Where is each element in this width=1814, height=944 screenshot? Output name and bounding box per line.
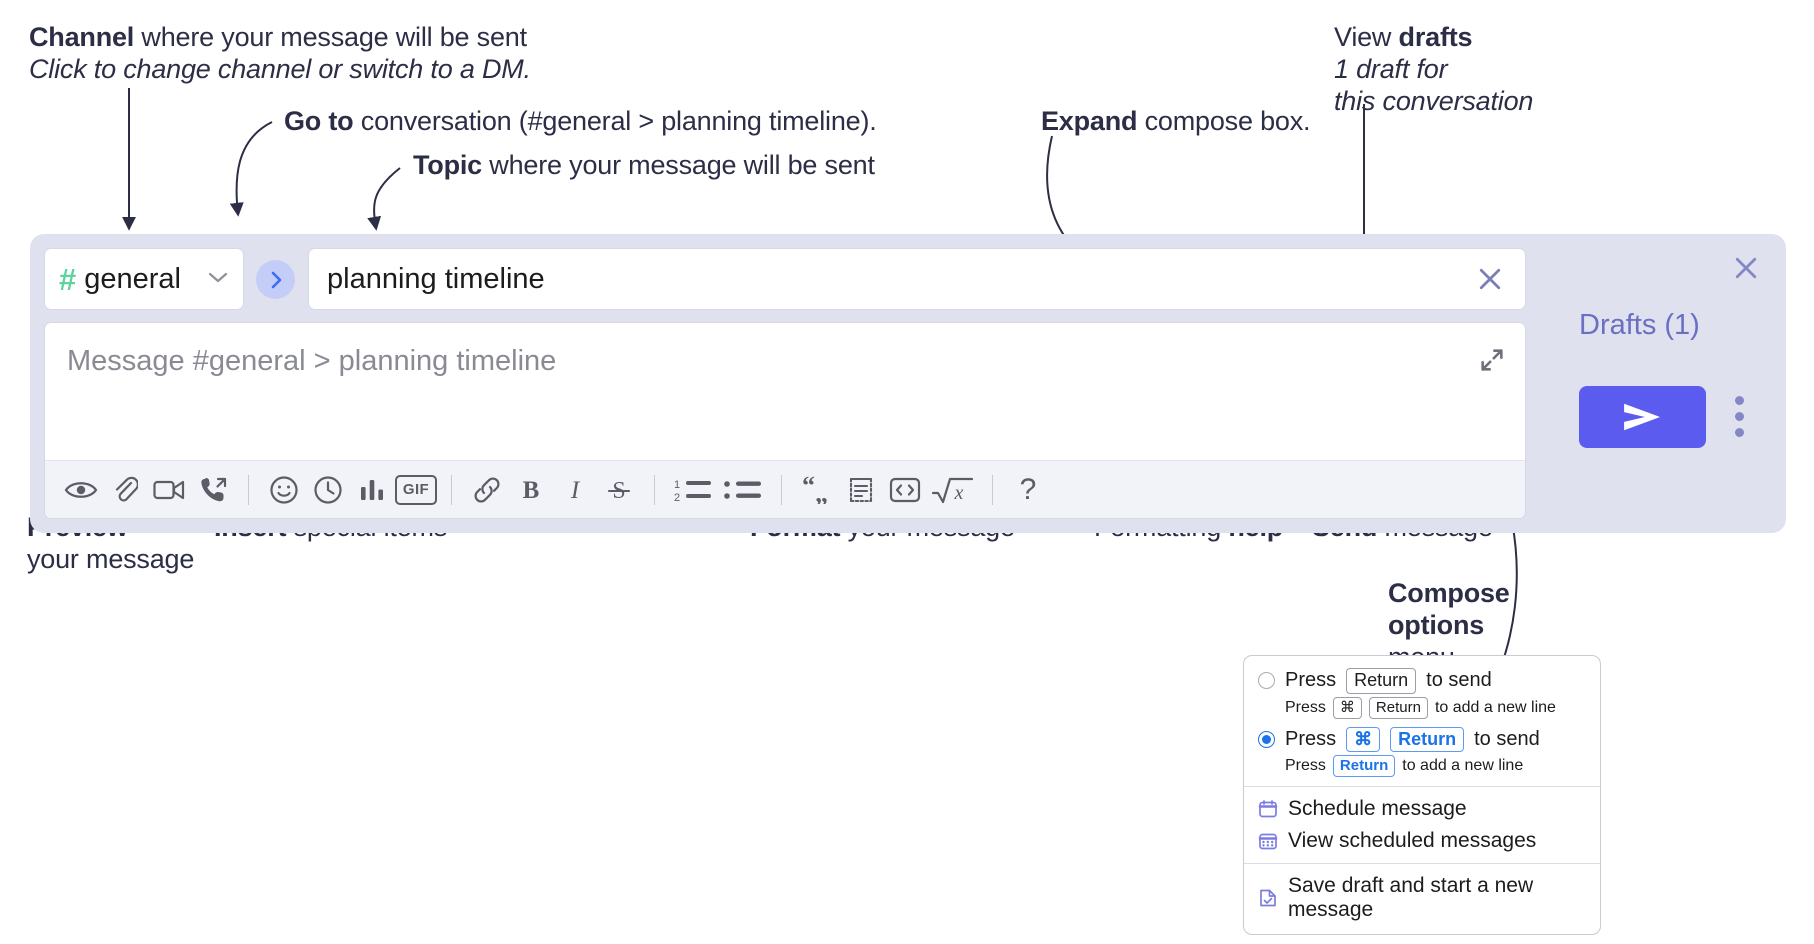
send-option-return[interactable]: Press Return to send bbox=[1244, 666, 1600, 694]
audio-call-icon[interactable] bbox=[191, 468, 235, 512]
press-label: Press bbox=[1285, 698, 1326, 716]
emoji-icon[interactable] bbox=[262, 468, 306, 512]
help-icon[interactable]: ? bbox=[1006, 468, 1050, 512]
message-input-area[interactable]: Message #general > planning timeline bbox=[44, 322, 1526, 519]
toolbar-divider bbox=[451, 474, 452, 505]
tail-label: to add a new line bbox=[1402, 757, 1524, 775]
channel-name: general bbox=[84, 262, 181, 295]
toolbar-divider bbox=[992, 474, 993, 505]
message-placeholder: Message #general > planning timeline bbox=[67, 345, 557, 377]
svg-text:I: I bbox=[570, 477, 581, 504]
link-icon[interactable] bbox=[465, 468, 509, 512]
inline-code-icon[interactable] bbox=[883, 468, 927, 512]
svg-text:“: “ bbox=[802, 476, 815, 500]
bold-icon[interactable]: B bbox=[509, 468, 553, 512]
calendar-list-icon bbox=[1258, 831, 1278, 851]
menu-item-label: View scheduled messages bbox=[1288, 829, 1537, 853]
svg-text:B: B bbox=[523, 477, 540, 504]
video-icon[interactable] bbox=[147, 468, 191, 512]
topic-input[interactable]: planning timeline bbox=[308, 248, 1526, 310]
key-return: Return bbox=[1332, 755, 1396, 778]
bulleted-list-icon[interactable] bbox=[718, 468, 768, 512]
menu-item-view-scheduled[interactable]: View scheduled messages bbox=[1244, 825, 1600, 857]
svg-text:„: „ bbox=[815, 479, 828, 504]
gif-icon[interactable]: GIF bbox=[394, 468, 438, 512]
hash-icon: # bbox=[59, 261, 77, 297]
svg-text:x: x bbox=[954, 482, 964, 504]
chevron-right-icon bbox=[271, 271, 281, 288]
menu-item-schedule-message[interactable]: Schedule message bbox=[1244, 793, 1600, 825]
key-return: Return bbox=[1390, 726, 1465, 753]
code-block-icon[interactable] bbox=[839, 468, 883, 512]
toolbar-divider bbox=[248, 474, 249, 505]
compose-options-menu: Press Return to send Press ⌘ Return to a… bbox=[1243, 655, 1601, 936]
expand-compose-button[interactable] bbox=[1475, 343, 1509, 377]
preview-icon[interactable] bbox=[59, 468, 103, 512]
message-compose-box: Drafts (1) # general bbox=[30, 234, 1786, 533]
send-icon bbox=[1623, 403, 1660, 431]
close-icon bbox=[1479, 268, 1501, 290]
annotation-topic: Topic where your message will be sent bbox=[413, 150, 875, 180]
svg-text:1: 1 bbox=[674, 479, 680, 491]
italic-icon[interactable]: I bbox=[553, 468, 597, 512]
send-option-return-sub: Press ⌘ Return to add a new line bbox=[1244, 694, 1600, 719]
goto-conversation-button[interactable] bbox=[256, 260, 295, 299]
topic-value: planning timeline bbox=[327, 262, 545, 295]
channel-selector[interactable]: # general bbox=[44, 248, 244, 310]
poll-icon[interactable] bbox=[350, 468, 394, 512]
annotation-expand: Expand compose box. bbox=[1041, 106, 1311, 136]
tail-label: to add a new line bbox=[1434, 698, 1556, 716]
chevron-down-icon bbox=[207, 270, 229, 289]
press-label: Press bbox=[1285, 727, 1337, 750]
send-option-cmd-return[interactable]: Press ⌘ Return to send bbox=[1244, 719, 1600, 753]
send-option-cmd-return-sub: Press Return to add a new line bbox=[1244, 752, 1600, 778]
tail-label: to send bbox=[1426, 669, 1492, 692]
compose-header-row: # general planning timeline bbox=[44, 248, 1526, 310]
strikethrough-icon[interactable]: S bbox=[597, 468, 641, 512]
close-compose-button[interactable] bbox=[1728, 250, 1764, 286]
toolbar-divider bbox=[654, 474, 655, 505]
annotation-goto: Go to conversation (#general > planning … bbox=[284, 106, 877, 136]
menu-divider bbox=[1244, 786, 1600, 788]
send-message-button[interactable] bbox=[1579, 386, 1706, 448]
press-label: Press bbox=[1285, 757, 1326, 775]
key-return: Return bbox=[1346, 668, 1417, 694]
help-question-mark: ? bbox=[1019, 472, 1037, 506]
compose-options-menu-button[interactable] bbox=[1735, 396, 1744, 437]
math-icon[interactable]: x bbox=[927, 468, 979, 512]
key-command: ⌘ bbox=[1332, 696, 1362, 719]
menu-divider bbox=[1244, 863, 1600, 865]
expand-icon bbox=[1481, 349, 1503, 371]
menu-item-label: Schedule message bbox=[1288, 797, 1467, 821]
radio-unselected[interactable] bbox=[1258, 672, 1275, 690]
formatting-toolbar: GIF B I S bbox=[45, 460, 1525, 518]
attachment-icon[interactable] bbox=[103, 468, 147, 512]
blockquote-icon[interactable]: “„ bbox=[795, 468, 839, 512]
compose-inner: # general planning timeline bbox=[44, 248, 1526, 519]
calendar-schedule-icon bbox=[1258, 799, 1278, 819]
tail-label: to send bbox=[1474, 727, 1540, 750]
clock-icon[interactable] bbox=[306, 468, 350, 512]
svg-text:2: 2 bbox=[674, 492, 680, 504]
press-label: Press bbox=[1285, 669, 1337, 692]
radio-selected[interactable] bbox=[1258, 730, 1275, 748]
menu-item-save-draft[interactable]: Save draft and start a new message bbox=[1244, 870, 1600, 926]
menu-item-label: Save draft and start a new message bbox=[1288, 874, 1534, 922]
clear-topic-button[interactable] bbox=[1473, 262, 1507, 296]
toolbar-divider bbox=[781, 474, 782, 505]
key-command: ⌘ bbox=[1346, 726, 1381, 753]
drafts-link[interactable]: Drafts (1) bbox=[1579, 309, 1700, 341]
key-return: Return bbox=[1368, 696, 1428, 719]
save-draft-icon bbox=[1258, 888, 1278, 908]
